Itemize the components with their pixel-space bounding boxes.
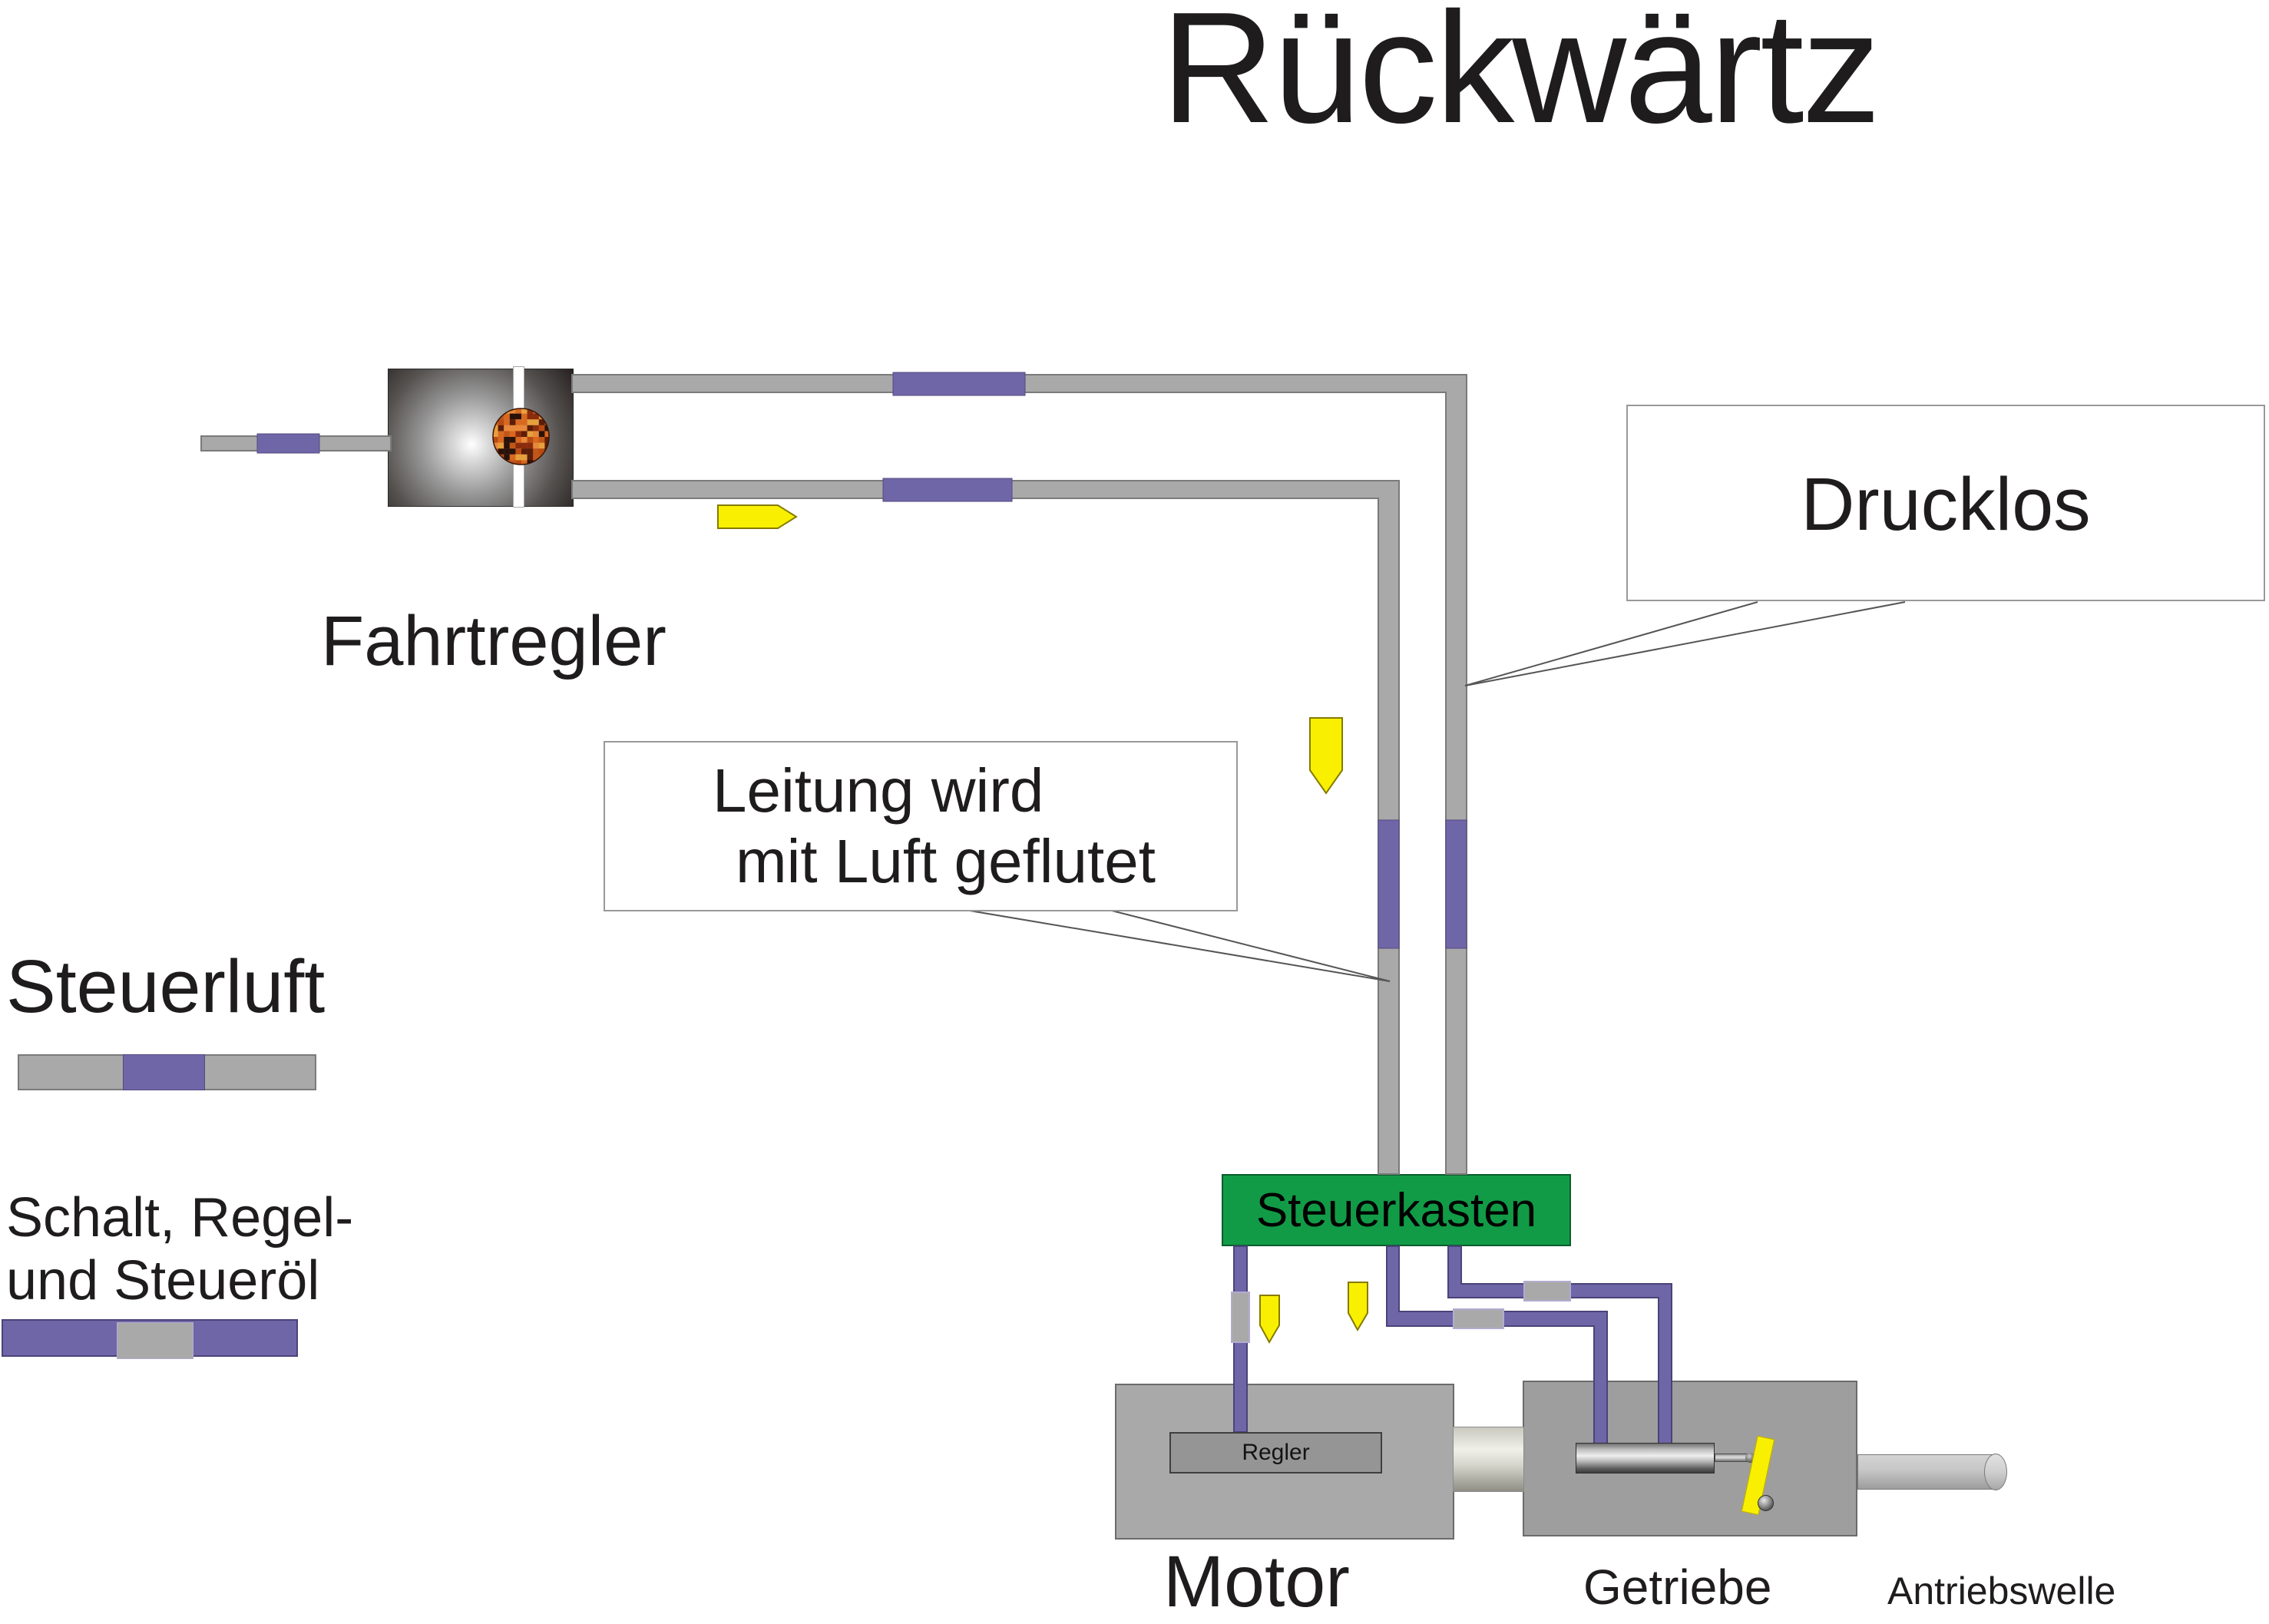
drive-shaft xyxy=(1857,1454,1996,1490)
callout-leitung-line1: Leitung wird xyxy=(713,756,1044,825)
drucklos-tail-line-right xyxy=(1464,601,1906,686)
oil-pipe-right xyxy=(1447,1245,1672,1444)
flow-arrow-down-small-icon xyxy=(1259,1295,1280,1345)
lever-knob-icon xyxy=(1758,1495,1774,1511)
steuerkasten-label-text: Steuerkasten xyxy=(1255,1183,1537,1237)
air-pipe-bottom xyxy=(571,480,1400,1175)
oil-sleeve-right xyxy=(1523,1281,1571,1302)
callout-drucklos: Drucklos xyxy=(1626,405,2265,601)
legend-oil-bar-segment xyxy=(117,1322,193,1359)
leitung-tail-line-left xyxy=(969,910,1391,982)
steuerkasten-box xyxy=(1222,1174,1571,1246)
gearbox-cylinder xyxy=(1576,1443,1715,1474)
callout-drucklos-text: Drucklos xyxy=(1801,462,2091,546)
drive-shaft-cap xyxy=(1984,1454,2007,1490)
legend-oil-label: Schalt, Regel- und Steueröl xyxy=(6,1186,353,1312)
coupling-shaft xyxy=(1453,1427,1524,1492)
flow-arrow-down-icon xyxy=(1309,717,1343,795)
flow-arrow-down-small2-icon xyxy=(1348,1282,1368,1332)
callout-leitung: Leitung wird mit Luft geflutet xyxy=(604,741,1238,911)
page-title: Rückwärtz xyxy=(1161,0,1881,156)
air-sleeve-inlet xyxy=(256,433,320,454)
air-pipe-top xyxy=(571,374,1467,1175)
callout-leitung-line2: mit Luft geflutet xyxy=(736,827,1156,895)
getriebe-label: Getriebe xyxy=(1583,1560,1772,1615)
legend-oil-label-line1: Schalt, Regel- xyxy=(6,1187,354,1249)
legend-oil-label-line2: und Steueröl xyxy=(6,1250,320,1311)
oil-sleeve-middle xyxy=(1453,1308,1504,1329)
leitung-tail-line-right xyxy=(1111,910,1391,982)
air-sleeve-bottom xyxy=(882,478,1013,502)
fahrtregler-label: Fahrtregler xyxy=(321,602,666,680)
motor-label: Motor xyxy=(1163,1541,1350,1622)
valve-ball-outline xyxy=(492,408,550,465)
oil-pipe-middle xyxy=(1386,1245,1608,1444)
oil-sleeve-left xyxy=(1231,1292,1250,1343)
air-sleeve-vertical-right xyxy=(1445,819,1467,949)
antriebswelle-label: Antriebswelle xyxy=(1887,1569,2116,1612)
regler-bar: Regler xyxy=(1169,1432,1382,1474)
legend-air-bar-segment xyxy=(123,1054,205,1090)
steuerkasten-label: Steuerkasten xyxy=(1222,1174,1571,1246)
regler-label: Regler xyxy=(1242,1440,1310,1465)
air-sleeve-top xyxy=(892,372,1026,396)
legend-air-label: Steuerluft xyxy=(6,944,326,1028)
drucklos-tail-line-left xyxy=(1464,601,1758,686)
air-sleeve-vertical-left xyxy=(1378,819,1400,949)
flow-arrow-right-icon xyxy=(717,504,798,529)
valve-ball-icon xyxy=(492,408,550,465)
